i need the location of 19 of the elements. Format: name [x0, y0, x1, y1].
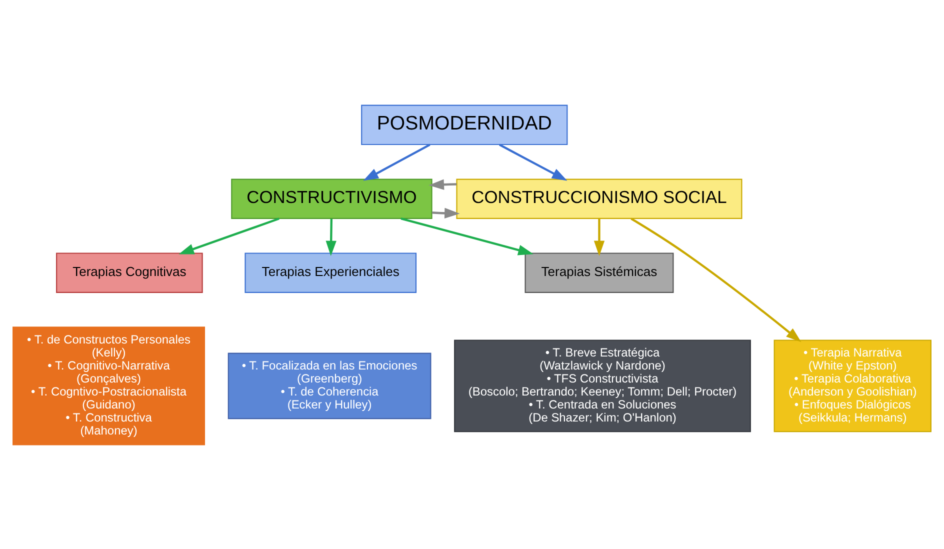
arrow [178, 217, 280, 254]
node-box: • Terapia Narrativa (White y Epston) • Terapia Colaborativa (Anderson y Goolishian) • Enfoques Dialógicos (Seikkula; Hermans) [774, 339, 932, 432]
node-box: CONSTRUCCIONISMO SOCIAL [456, 178, 742, 218]
arrow [498, 143, 568, 180]
arrow [363, 143, 430, 180]
arrow [326, 218, 336, 256]
arrow [630, 217, 802, 342]
node-box: • T. Breve Estratégica (Watzlawick y Nardone) • TFS Constructivista (Boscolo; Bertrando; Keeney; Tomm; Dell; Procter) • T. Centrada en Soluciones (De Shazer; Kim; O'Hanlon) [454, 339, 751, 432]
node-box: POSMODERNIDAD [361, 104, 568, 145]
node-box: • T. Focalizada en las Emociones (Greenberg) • T. de Coherencia (Ecker y Hulley) [228, 352, 432, 419]
node-box: Terapias Experienciales [244, 252, 417, 292]
node-box: Terapias Cognitivas [56, 252, 203, 292]
node-box: • T. de Constructos Personales (Kelly) • T. Cognitivo-Narrativa (Gonçalves) • T. Cogntivo-Postracionalista (Guidano) • T. Constructiva (Mahoney) [12, 326, 206, 445]
arrow [594, 218, 605, 256]
node-box: CONSTRUCTIVISMO [231, 178, 432, 218]
arrow [428, 178, 457, 190]
arrow [400, 216, 534, 255]
arrow [432, 207, 460, 218]
node-box: Terapias Sistémicas [524, 252, 674, 292]
